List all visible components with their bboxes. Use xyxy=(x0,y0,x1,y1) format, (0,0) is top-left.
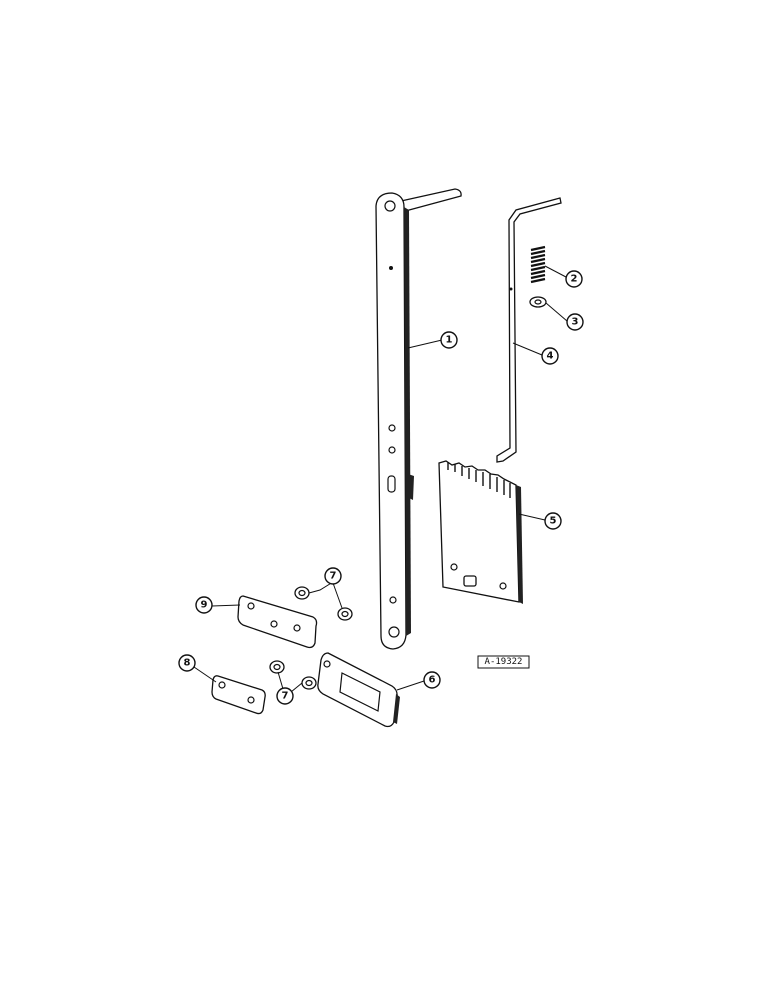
reference-code: A-19322 xyxy=(485,657,523,667)
small-plate-part xyxy=(211,675,266,715)
callout-4: 4 xyxy=(541,347,559,365)
callout-3: 3 xyxy=(566,313,584,331)
bent-rod-part xyxy=(496,197,562,463)
callout-8: 8 xyxy=(178,654,196,672)
svg-text:7: 7 xyxy=(330,571,337,582)
svg-text:3: 3 xyxy=(572,317,579,328)
svg-text:2: 2 xyxy=(571,274,578,285)
reference-code-box: A-19322 xyxy=(477,655,530,669)
callout-5: 5 xyxy=(544,512,562,530)
svg-text:9: 9 xyxy=(201,600,208,611)
callout-1: 1 xyxy=(440,331,458,349)
svg-text:6: 6 xyxy=(429,675,436,686)
callout-6: 6 xyxy=(423,671,441,689)
svg-text:7: 7 xyxy=(282,691,289,702)
callout-7-upper: 7 xyxy=(324,567,342,585)
three-hole-plate-part xyxy=(237,595,318,649)
spring-part xyxy=(530,245,546,284)
lever-bar-part xyxy=(375,188,462,650)
slotted-plate-part xyxy=(317,652,400,728)
svg-text:5: 5 xyxy=(550,516,557,527)
callout-2: 2 xyxy=(565,270,583,288)
svg-text:4: 4 xyxy=(547,351,554,362)
leader-lines xyxy=(193,265,568,693)
callout-9: 9 xyxy=(195,596,213,614)
washer-part xyxy=(529,296,547,308)
notched-plate-part xyxy=(438,460,523,604)
callout-7-lower: 7 xyxy=(276,687,294,705)
svg-text:8: 8 xyxy=(184,658,191,669)
svg-text:1: 1 xyxy=(446,335,453,346)
